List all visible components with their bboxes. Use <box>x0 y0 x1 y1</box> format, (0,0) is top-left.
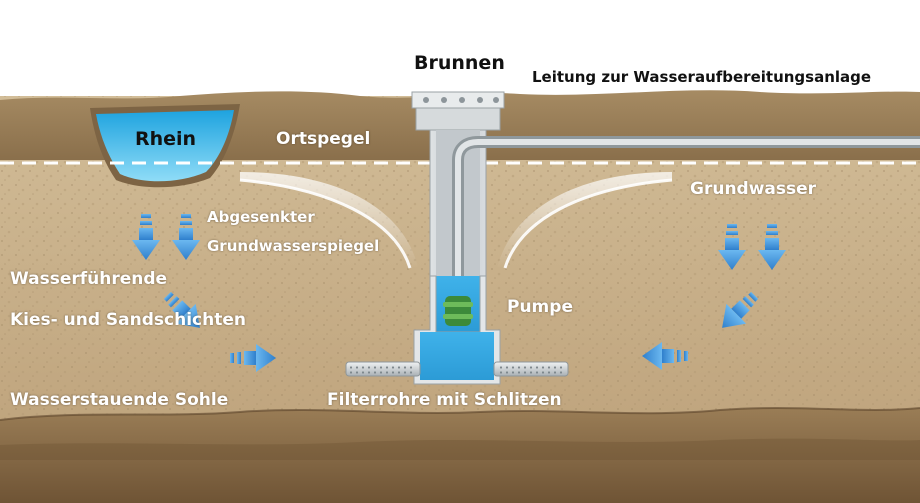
arrow-icon <box>172 214 200 260</box>
bolt <box>493 97 499 103</box>
label-pumpe: Pumpe <box>507 297 573 317</box>
bolt <box>423 97 429 103</box>
wellhead <box>411 91 505 131</box>
arrow-icon <box>163 291 200 328</box>
sohle-boundary-line <box>0 407 920 421</box>
depression-cone <box>239 172 673 269</box>
flow-arrows <box>132 214 786 372</box>
filter-pipe-left-slots <box>350 364 416 374</box>
arrow-icon <box>758 224 786 270</box>
cone-right-edge <box>503 178 673 269</box>
soil-bottom-layer <box>0 408 920 503</box>
outlet-pipe <box>452 136 920 300</box>
arrow-icon <box>718 224 746 270</box>
soil-lower-dark-band <box>0 438 920 460</box>
label-grundwasser: Grundwasser <box>690 179 817 199</box>
arrow-icon <box>230 344 276 372</box>
wellhead-bolts <box>423 97 499 103</box>
label-kies-sand: Kies- und Sandschichten <box>10 310 246 330</box>
bolt <box>477 97 483 103</box>
pump-icon <box>443 296 473 326</box>
wellhead-flange <box>415 107 501 131</box>
label-leitung: Leitung zur Wasseraufbereitungsanlage <box>532 68 872 86</box>
sump-water <box>420 332 494 380</box>
label-sohle: Wasserstauende Sohle <box>10 390 229 410</box>
pump-band <box>443 314 473 319</box>
pump-band <box>443 302 473 307</box>
outlet-pipe-highlight <box>455 139 920 300</box>
label-rhein: Rhein <box>135 128 197 150</box>
cone-left-edge <box>239 178 412 269</box>
label-brunnen: Brunnen <box>414 52 505 74</box>
arrow-icon <box>132 214 160 260</box>
label-wasserfuehrende: Wasserführende <box>10 269 168 289</box>
label-abgesenkter: Abgesenkter <box>207 208 315 226</box>
filter-pipe-right-slots <box>498 364 564 374</box>
label-grundwasserspiegel: Grundwasserspiegel <box>207 237 380 255</box>
pump-body <box>445 296 471 326</box>
bolt <box>441 97 447 103</box>
bolt <box>459 97 465 103</box>
arrow-icon <box>642 342 688 370</box>
label-ortspegel: Ortspegel <box>276 129 371 149</box>
arrow-icon <box>722 291 759 328</box>
label-filterrohre: Filterrohre mit Schlitzen <box>327 390 562 410</box>
filter-pipes <box>345 361 569 377</box>
